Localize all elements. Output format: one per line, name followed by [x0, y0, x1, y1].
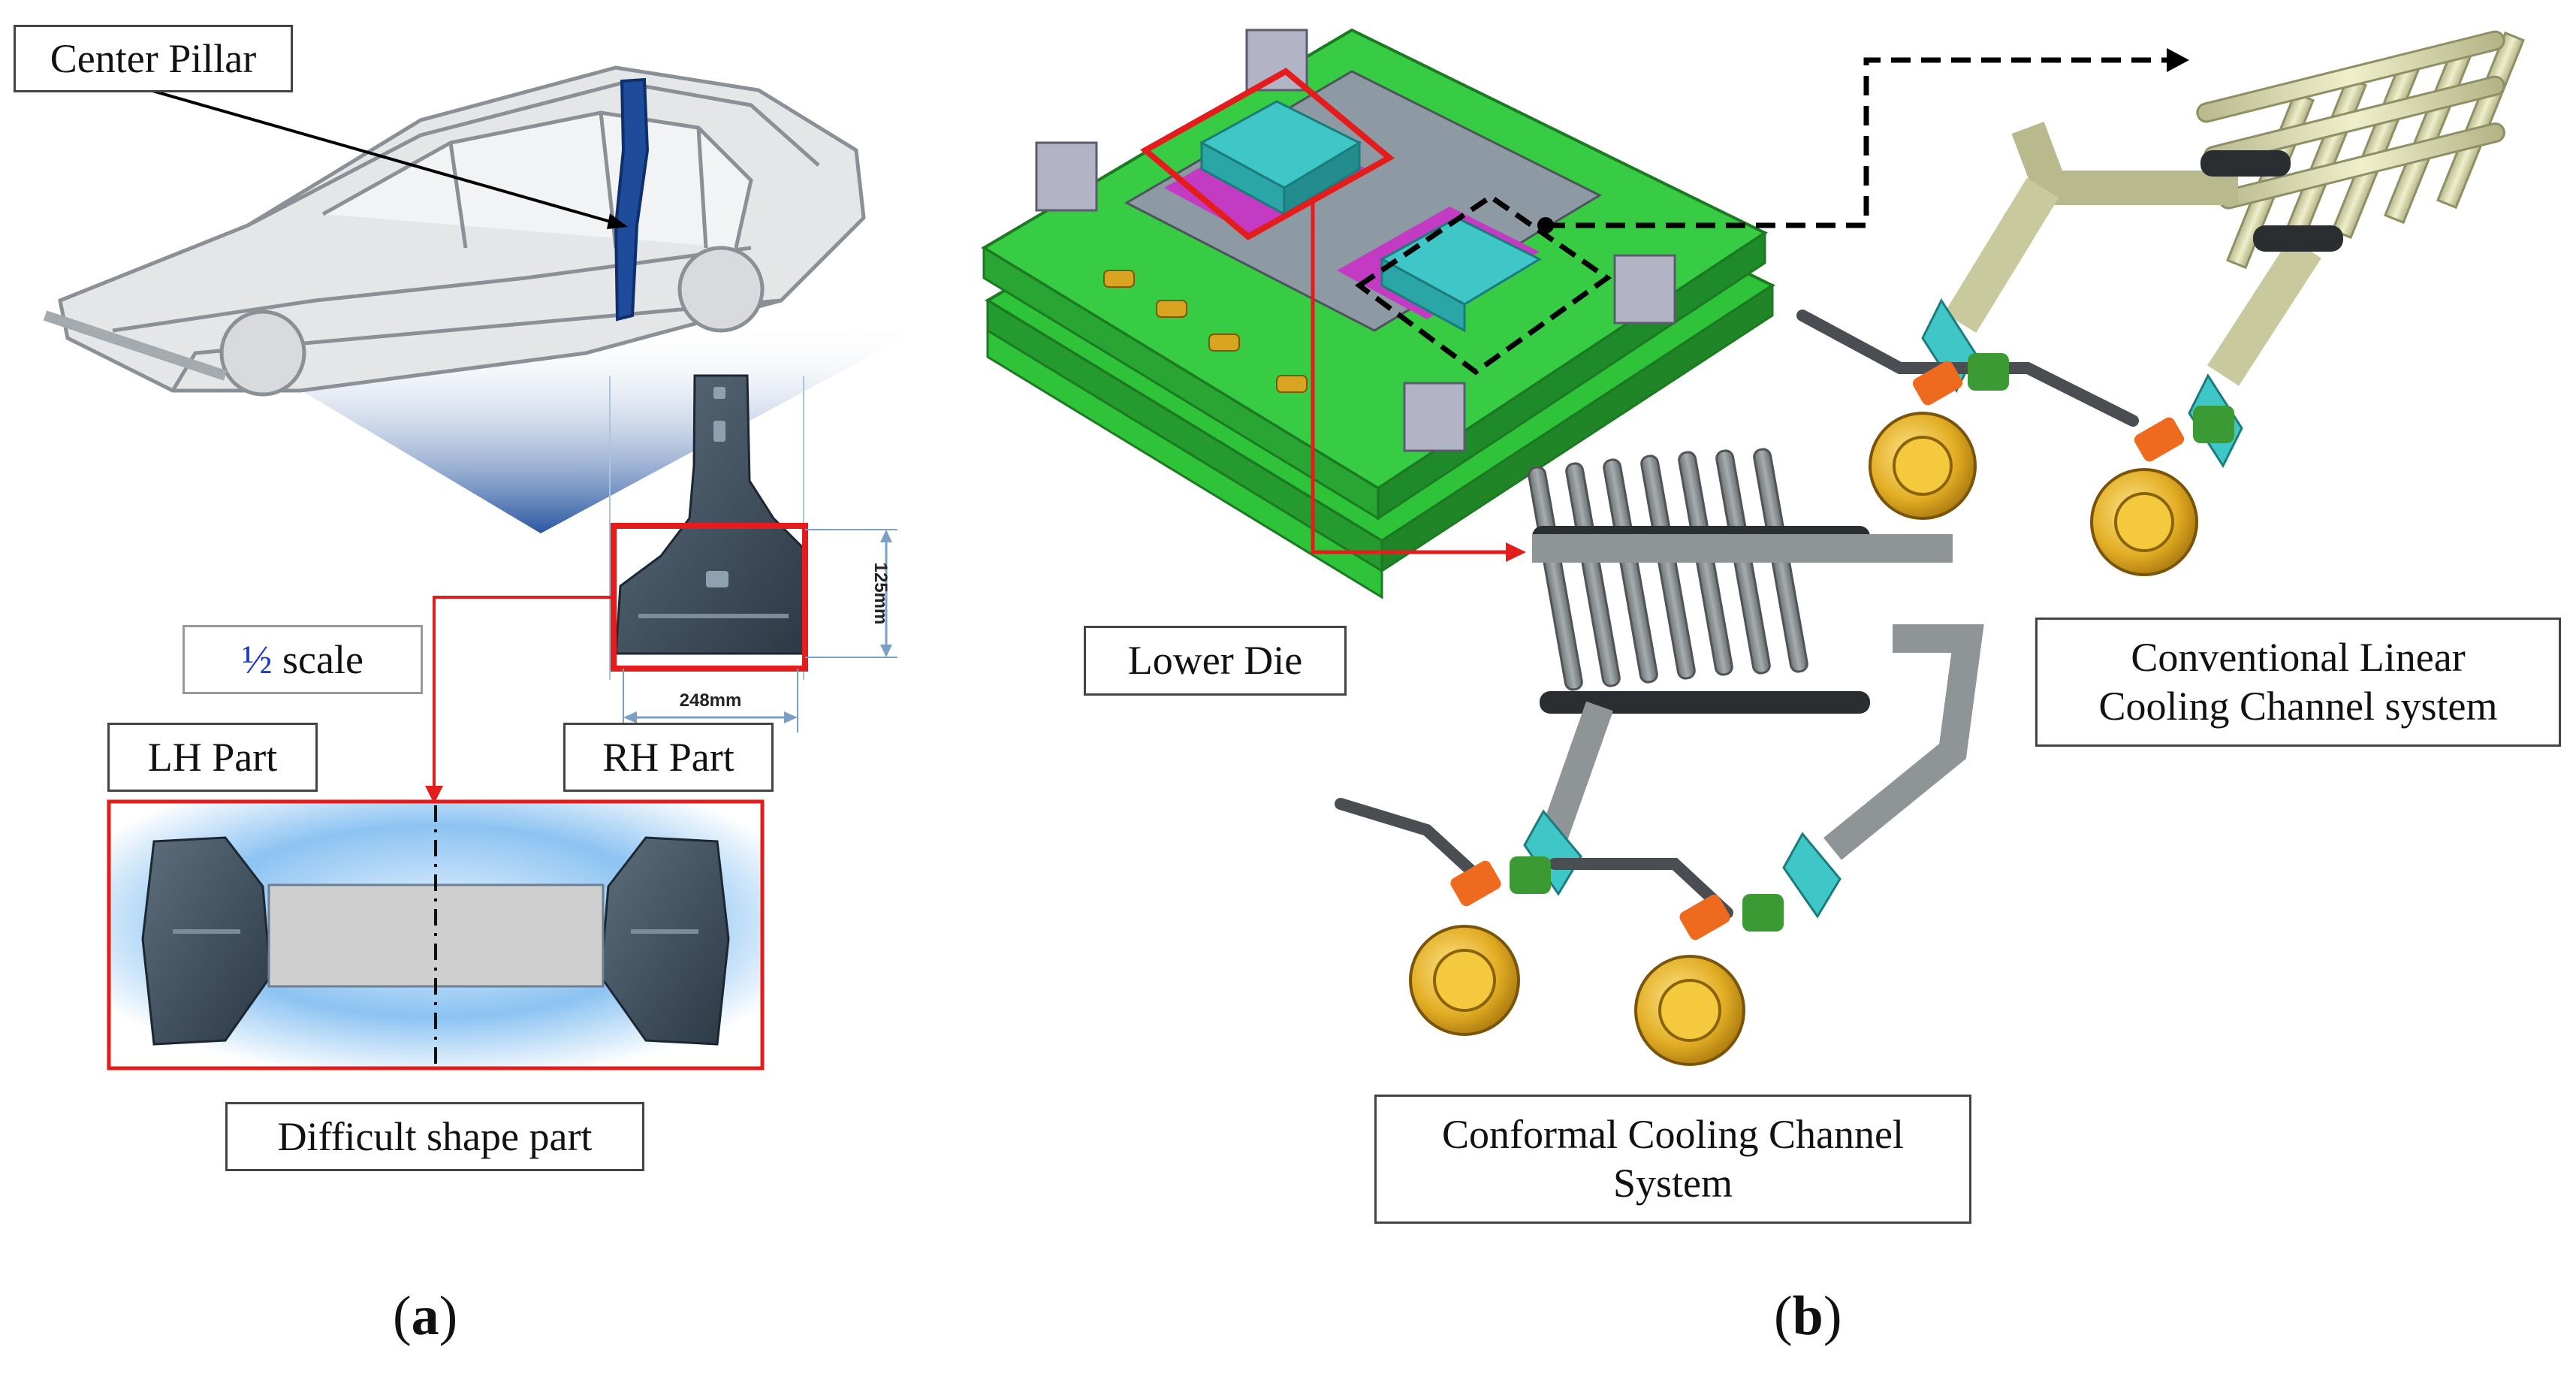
center-pillar-leader — [136, 85, 624, 227]
scale-word: scale — [282, 636, 363, 682]
center-pillar-illustration — [614, 77, 650, 322]
caption-b: (b) — [1774, 1285, 1842, 1347]
blank-part-illustration — [107, 799, 765, 1070]
lower-die-label: Lower Die — [1084, 626, 1347, 696]
die-assembly-illustration — [981, 28, 1776, 599]
dim-height-text: 125mm — [870, 563, 891, 625]
dashed-arrow-conventional — [1546, 57, 2167, 228]
conformal-channel-label: Conformal Cooling Channel System — [1374, 1095, 1971, 1224]
half-scale-label: ½ scale — [182, 625, 423, 694]
cooling-channel-illustration-conformal — [1335, 448, 1984, 1066]
cooling-channel-illustration-conventional — [1796, 30, 2525, 576]
red-arrow-conformal — [1311, 197, 1510, 554]
half-symbol: ½ — [242, 636, 273, 682]
conformal-line-2: System — [1612, 1161, 1733, 1206]
conventional-line-1: Conventional Linear — [2131, 635, 2466, 681]
center-pillar-label: Center Pillar — [14, 25, 293, 92]
red-connector-a — [433, 596, 614, 793]
conventional-line-2: Cooling Channel system — [2098, 684, 2498, 729]
caption-a: (a) — [393, 1285, 458, 1347]
die-dashed-highlight — [1354, 193, 1612, 376]
lh-part-label: LH Part — [107, 723, 318, 792]
car-body-illustration — [43, 65, 866, 397]
conformal-line-1: Conformal Cooling Channel — [1442, 1112, 1904, 1158]
conventional-channel-label: Conventional Linear Cooling Channel syst… — [2035, 618, 2561, 747]
dim-width-text: 248mm — [680, 690, 742, 711]
difficult-shape-label: Difficult shape part — [225, 1102, 644, 1171]
die-red-highlight — [1139, 68, 1395, 240]
rh-part-label: RH Part — [563, 723, 774, 792]
